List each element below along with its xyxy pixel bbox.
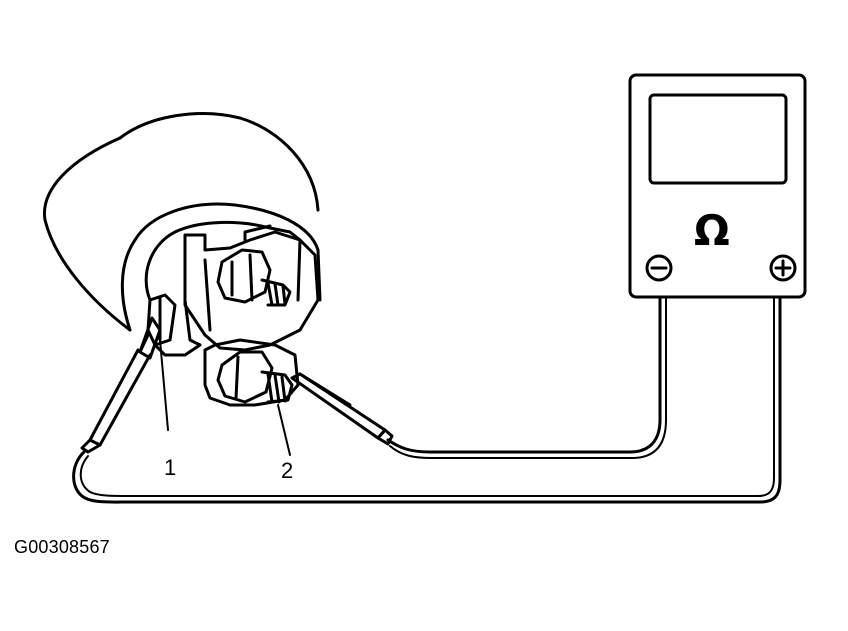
wire-negative-inner [389,297,667,459]
callout-1-leader [159,339,169,431]
positive-terminal-icon [769,254,797,282]
probe-terminal-2 [290,372,394,446]
lower-terminal-stud [216,350,294,404]
ohm-symbol: Ω [694,206,730,255]
wire-positive-inner [79,297,775,497]
ohmmeter [628,73,807,299]
wire-negative [386,296,662,454]
probe-terminal-1 [80,316,162,454]
negative-terminal-icon [645,254,673,282]
callout-2-label: 2 [281,458,294,483]
solenoid [42,112,322,407]
figure-id: G00308567 [14,537,110,557]
wire-positive [72,296,782,504]
callout-2-leader [277,404,291,456]
upper-terminal-stud [216,248,292,307]
callout-1-label: 1 [164,455,177,480]
